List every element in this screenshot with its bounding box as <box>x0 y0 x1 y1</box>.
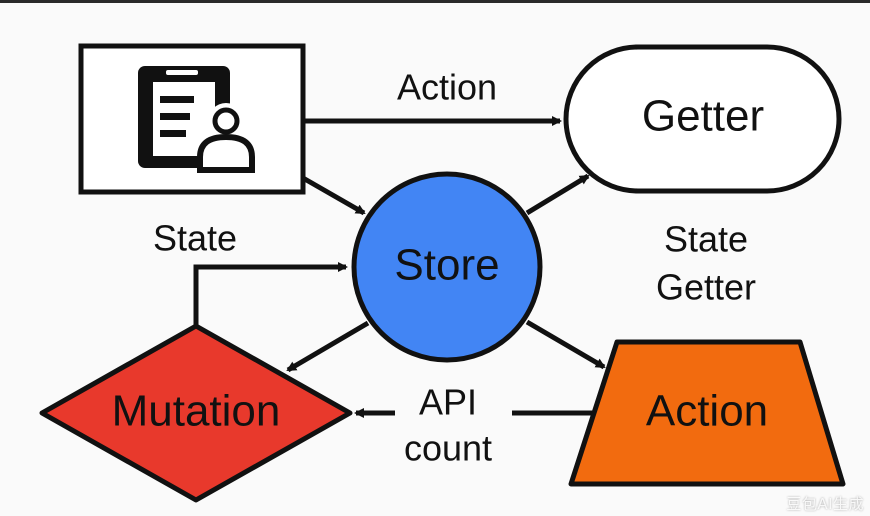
action-label: Action <box>646 387 768 436</box>
edge-store-to-action <box>525 319 606 370</box>
edge-store-to-mutation <box>286 320 370 373</box>
edge-label-count: count <box>404 428 492 469</box>
edge-client-to-store <box>301 175 366 216</box>
edges <box>193 116 606 418</box>
mutation-node: Mutation <box>39 323 353 503</box>
edge-mutation-to-store <box>193 262 348 326</box>
getter-label: Getter <box>642 92 764 141</box>
getter-node: Getter <box>563 44 842 194</box>
edge-label-state-getter-line2: Getter <box>656 267 756 308</box>
store-node: Store <box>351 171 543 363</box>
edge-store-to-getter <box>525 173 590 216</box>
action-node: Action <box>568 339 846 487</box>
edge-label-state-getter-line1: State <box>664 219 748 260</box>
edge-label-state: State <box>153 218 237 259</box>
client-box <box>78 43 306 195</box>
watermark: 豆包AI生成 <box>786 495 864 513</box>
edge-label-action: Action <box>397 67 497 108</box>
store-label: Store <box>394 241 499 290</box>
mutation-label: Mutation <box>112 387 281 436</box>
top-border <box>0 0 870 3</box>
user-document-icon <box>138 66 255 173</box>
edge-label-api: API <box>419 382 477 423</box>
